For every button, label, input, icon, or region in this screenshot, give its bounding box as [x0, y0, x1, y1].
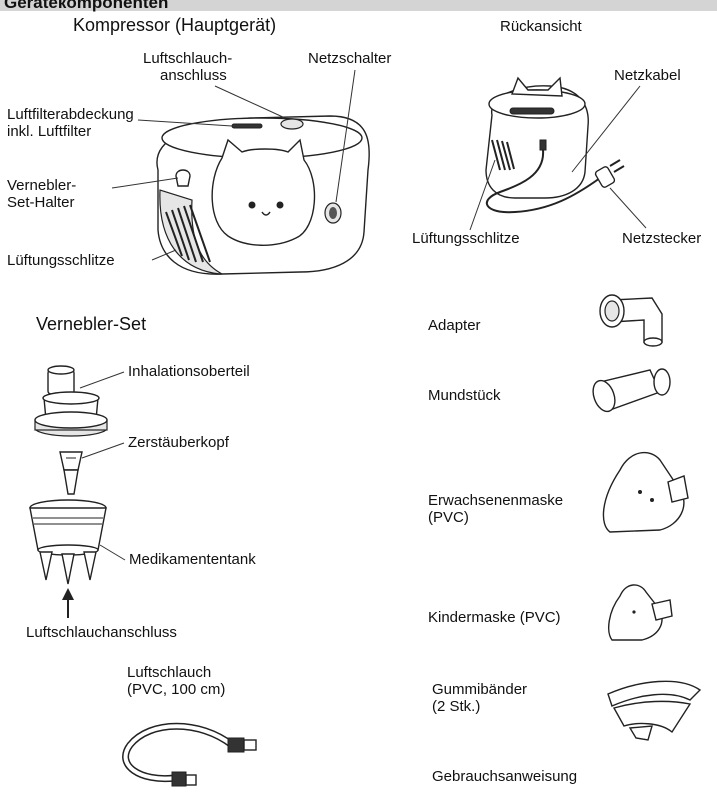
label-adapter: Adapter	[428, 317, 481, 334]
label-adult-mask-1: Erwachsenenmaske	[428, 492, 563, 509]
compressor-title: Kompressor (Hauptgerät)	[73, 15, 276, 35]
label-air-filter-cover-1: Luftfilterabdeckung	[7, 106, 134, 123]
label-air-filter-cover-2: inkl. Luftfilter	[7, 123, 91, 140]
label-vents: Lüftungsschlitze	[7, 252, 115, 269]
label-mouthpiece: Mundstück	[428, 387, 501, 404]
label-air-hose-connector-1: Luftschlauch-	[143, 50, 232, 67]
leader-tank	[100, 545, 125, 560]
air-hose-title-1: Luftschlauch	[127, 664, 211, 681]
leader-plug	[610, 188, 646, 228]
rubber-bands-illustration	[608, 681, 700, 740]
label-rear-vents: Lüftungsschlitze	[412, 230, 520, 247]
air-hose-illustration	[126, 726, 256, 786]
label-child-mask: Kindermaske (PVC)	[428, 609, 561, 626]
label-adult-mask-2: (PVC)	[428, 509, 469, 526]
label-air-hose-connector-2: anschluss	[160, 67, 227, 84]
rear-view-title: Rückansicht	[500, 18, 583, 35]
label-power-switch: Netzschalter	[308, 50, 391, 67]
air-hose-title-2: (PVC, 100 cm)	[127, 681, 225, 698]
label-rubber-bands-1: Gummibänder	[432, 681, 527, 698]
mouthpiece-illustration	[589, 369, 670, 414]
label-air-hose-connection: Luftschlauchanschluss	[26, 624, 177, 641]
rear-view-illustration	[486, 78, 624, 212]
child-mask-illustration	[609, 585, 672, 640]
label-manual: Gebrauchsanweisung	[432, 768, 577, 785]
label-atomizer-head: Zerstäuberkopf	[128, 434, 230, 451]
cat-face	[212, 140, 314, 245]
adult-mask-illustration	[603, 453, 688, 532]
header-title: Geräteкomponenten	[4, 0, 168, 12]
label-medication-tank: Medikamententank	[129, 551, 256, 568]
label-rubber-bands-2: (2 Stk.)	[432, 698, 480, 715]
label-power-plug: Netzstecker	[622, 230, 701, 247]
label-nebulizer-holder-2: Set-Halter	[7, 194, 75, 211]
leader-inhalation-top	[80, 372, 124, 388]
label-power-cable: Netzkabel	[614, 67, 681, 84]
adapter-illustration	[600, 295, 662, 346]
nebulizer-set-title: Vernebler-Set	[36, 314, 146, 334]
label-nebulizer-holder-1: Vernebler-	[7, 177, 76, 194]
nebulizer-set-illustration	[30, 366, 107, 618]
leader-connector	[215, 86, 285, 118]
leader-rear-vents	[470, 160, 495, 230]
label-inhalation-top: Inhalationsoberteil	[128, 363, 250, 380]
leader-atomizer	[82, 443, 124, 458]
